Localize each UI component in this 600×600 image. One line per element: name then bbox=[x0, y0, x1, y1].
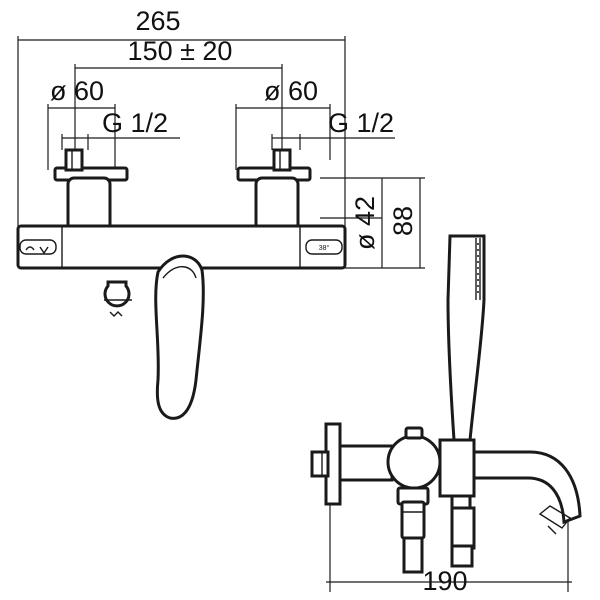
dimension-lines bbox=[17, 36, 425, 269]
shower-nozzles bbox=[477, 243, 479, 293]
dim-left-diameter: ø 60 bbox=[50, 76, 104, 106]
dim-right-thread: G 1/2 bbox=[328, 108, 394, 138]
temperature-mark: 38° bbox=[319, 244, 330, 252]
dim-overall-width: 265 bbox=[135, 6, 180, 36]
front-view-mixer: 38° bbox=[16, 148, 347, 420]
dim-projection-height: 88 bbox=[388, 206, 418, 236]
dim-side-depth: 190 bbox=[422, 566, 467, 596]
dim-body-diameter: ø 42 bbox=[350, 196, 380, 250]
dim-center-distance: 150 ± 20 bbox=[128, 36, 233, 66]
dim-right-diameter: ø 60 bbox=[264, 76, 318, 106]
side-view-mixer bbox=[310, 234, 582, 592]
dim-left-thread: G 1/2 bbox=[102, 108, 168, 138]
